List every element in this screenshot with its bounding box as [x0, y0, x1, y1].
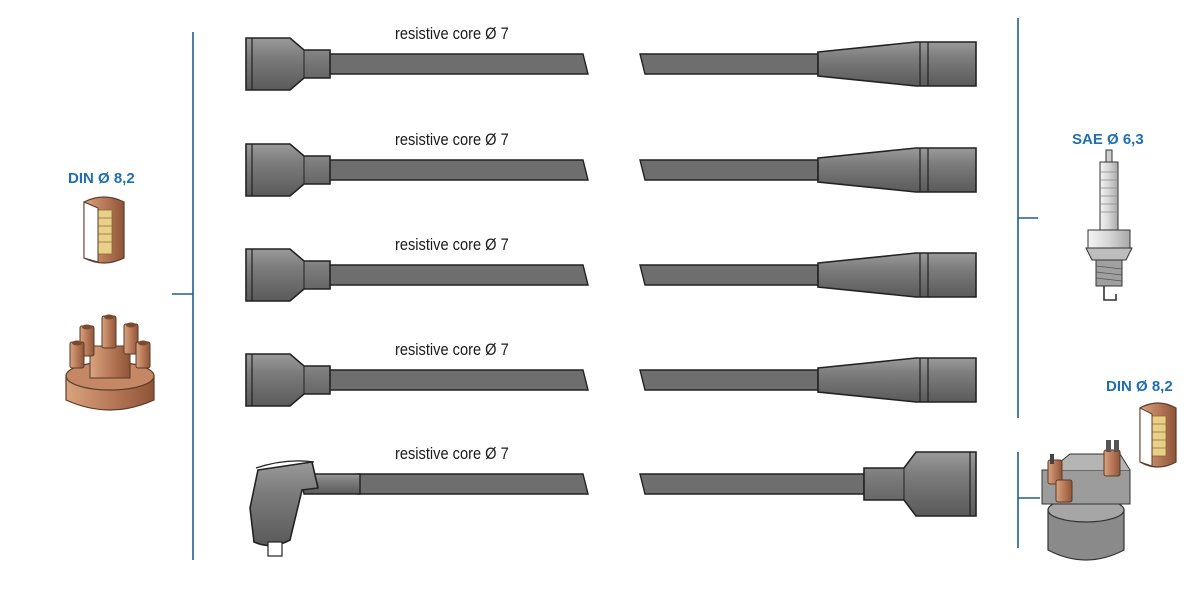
- lead-cable-left-segment: [357, 473, 589, 495]
- right-top-terminal-spec: SAE Ø 6,3: [1072, 131, 1144, 148]
- straight-sleeve-connector: [817, 41, 977, 87]
- ignition-lead-3: [245, 248, 977, 302]
- lead-cable-right-segment: [639, 369, 819, 391]
- straight-sleeve-connector: [817, 252, 977, 298]
- right-bottom-bracket: [1017, 452, 1040, 548]
- lead-cable-left-segment: [327, 159, 589, 181]
- lead-cable-right-segment: [639, 159, 819, 181]
- straight-boot-connector: [245, 353, 331, 407]
- straight-sleeve-connector: [817, 147, 977, 193]
- ignition-coil-icon: [1041, 440, 1131, 561]
- din-terminal-icon-right: [1139, 402, 1177, 468]
- lead-cable-left-segment: [327, 264, 589, 286]
- left-terminal-spec: DIN Ø 8,2: [68, 170, 135, 187]
- ignition-lead-5: [249, 451, 977, 557]
- ignition-lead-4: [245, 353, 977, 407]
- straight-boot-connector: [245, 143, 331, 197]
- ignition-lead-1: [245, 37, 977, 91]
- straight-boot-connector: [245, 37, 331, 91]
- lead-label: resistive core Ø 7: [395, 24, 509, 43]
- straight-sleeve-connector: [817, 357, 977, 403]
- lead-label: resistive core Ø 7: [395, 235, 509, 254]
- angled-boot-connector: [249, 460, 361, 557]
- spark-plug-icon: [1085, 149, 1133, 301]
- lead-label: resistive core Ø 7: [395, 340, 509, 359]
- right-top-bracket: [1017, 18, 1038, 418]
- lead-cable-right-segment: [639, 53, 819, 75]
- distributor-cap-icon: [65, 314, 155, 411]
- straight-boot-connector: [245, 248, 331, 302]
- lead-label: resistive core Ø 7: [395, 444, 509, 463]
- straight-boot-connector-right: [863, 451, 977, 517]
- din-terminal-icon: [83, 196, 125, 264]
- lead-label: resistive core Ø 7: [395, 130, 509, 149]
- lead-cable-right-segment: [639, 473, 865, 495]
- left-bracket: [172, 32, 194, 560]
- lead-cable-left-segment: [327, 369, 589, 391]
- lead-cable-right-segment: [639, 264, 819, 286]
- right-bottom-terminal-spec: DIN Ø 8,2: [1106, 378, 1173, 395]
- lead-cable-left-segment: [327, 53, 589, 75]
- ignition-lead-2: [245, 143, 977, 197]
